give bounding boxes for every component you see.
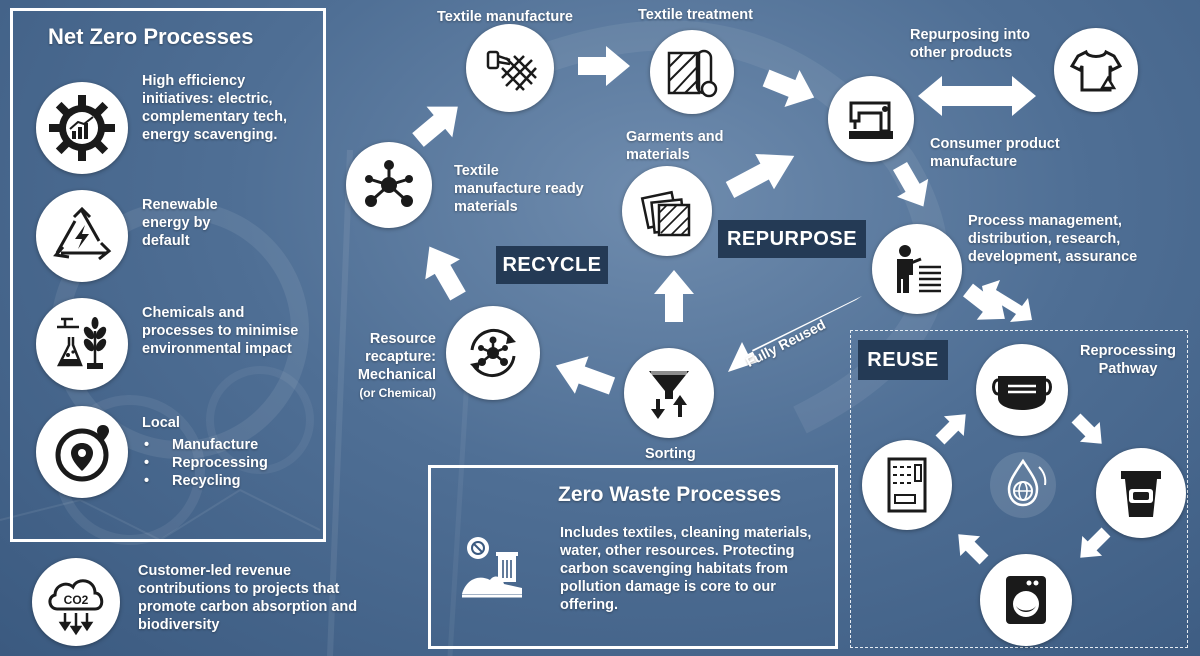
bin-icon [1096, 448, 1186, 538]
local-bullet-recycling: Recycling [142, 472, 312, 490]
process-management-label: Process management, distribution, resear… [968, 213, 1138, 265]
arrow-treatment-to-consumer [758, 59, 822, 117]
sewing-machine-icon [828, 76, 914, 162]
resource-recapture-block: Resource recapture: Mechanical (or Chemi… [336, 330, 436, 402]
resource-recapture-icon [446, 306, 540, 400]
arrow-garments-to-consumer [720, 138, 804, 208]
textile-treatment-icon [650, 30, 734, 114]
zero-waste-panel [428, 465, 838, 649]
carbon-text: Customer-led revenue contributions to pr… [138, 563, 358, 633]
local-bullet-manufacture: Manufacture [142, 436, 312, 454]
vending-machine-icon [862, 440, 952, 530]
repurpose-tag: REPURPOSE [718, 220, 866, 258]
gear-chart-icon [36, 82, 128, 174]
arrow-recapture-to-ready [412, 236, 476, 306]
repurposing-label: Repurposing into other products [910, 27, 1031, 61]
arrow-manufacture-to-treatment [578, 46, 630, 86]
reprocessing-pathway-label: Reprocessing Pathway [1080, 343, 1176, 377]
waste-bin-icon [456, 530, 528, 607]
co2-label: CO2 [64, 593, 89, 607]
local-block: Local Manufacture Reprocessing Recycling [142, 414, 312, 490]
ready-materials-label: Textile manufacture ready materials [454, 163, 584, 215]
arrow-process-reuse-double [982, 280, 1032, 322]
location-pin-icon [36, 406, 128, 498]
co2-cloud-icon: CO2 [32, 558, 120, 646]
local-title: Local [142, 415, 180, 431]
chemistry-plant-icon [36, 298, 128, 390]
garments-label: Garments and materials [626, 129, 724, 163]
arrow-fully-reused [728, 296, 862, 372]
sorting-label: Sorting [645, 446, 696, 462]
reuse-tag: REUSE [858, 340, 948, 380]
resource-recapture-label: Resource recapture: [365, 331, 436, 365]
reuse-area [850, 330, 1188, 648]
arrow-repurposing-double [918, 76, 1036, 116]
renewable-text: Renewable energy by default [142, 197, 218, 249]
tshirt-icon [1054, 28, 1138, 112]
washing-machine-icon [980, 554, 1072, 646]
net-zero-title: Net Zero Processes [48, 24, 254, 49]
arrow-sorting-to-garments [654, 270, 694, 322]
textile-manufacture-label: Textile manufacture [437, 9, 573, 25]
consumer-product-label: Consumer product manufacture [930, 136, 1060, 170]
recycle-tag: RECYCLE [496, 246, 608, 284]
arrow-ready-to-manufacture [405, 91, 471, 156]
face-mask-icon [976, 344, 1068, 436]
local-bullet-reprocessing: Reprocessing [142, 454, 312, 472]
arrow-sorting-to-recapture [548, 346, 619, 405]
or-chemical-label: (or Chemical) [359, 386, 436, 400]
mechanical-label: Mechanical [357, 367, 436, 383]
recycle-bolt-icon [36, 190, 128, 282]
molecule-icon [346, 142, 432, 228]
process-management-icon [872, 224, 962, 314]
water-globe-icon [990, 452, 1056, 518]
zero-waste-title: Zero Waste Processes [558, 483, 782, 506]
zero-waste-text: Includes textiles, cleaning materials, w… [560, 525, 812, 613]
textile-manufacture-icon [466, 24, 554, 112]
net-zero-panel [10, 8, 326, 542]
textile-treatment-label: Textile treatment [638, 7, 753, 23]
sorting-funnel-icon [624, 348, 714, 438]
efficiency-text: High efficiency initiatives: electric, c… [142, 73, 288, 143]
chemicals-text: Chemicals and processes to minimise envi… [142, 305, 299, 357]
garments-icon [622, 166, 712, 256]
